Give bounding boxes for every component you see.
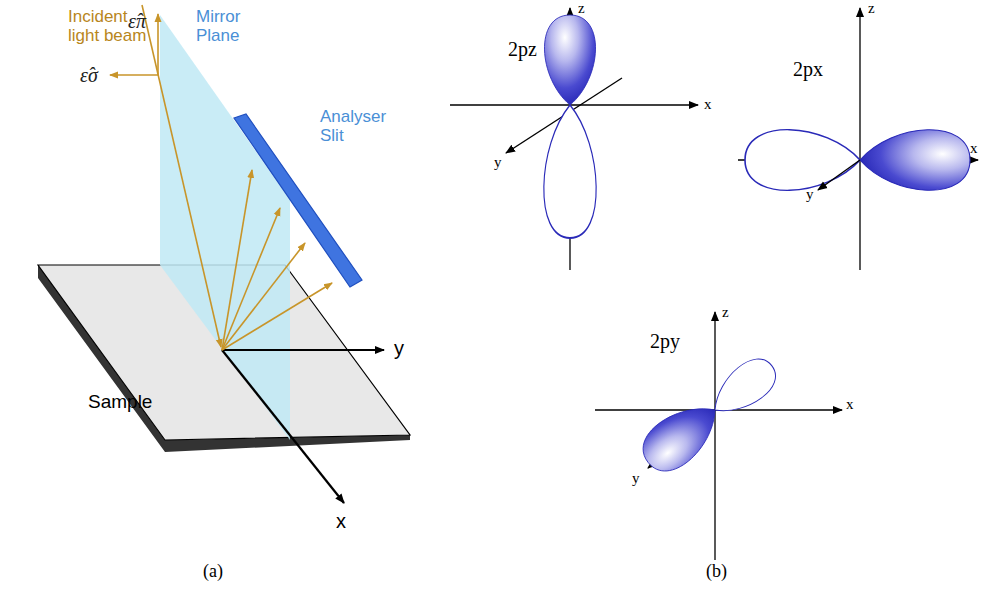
axis-label: y [494,154,502,171]
sample-label: Sample [88,392,152,413]
polarisation-label: ε̂σ [80,64,98,86]
x-axis [222,350,344,503]
axis-label: x [704,96,712,113]
axis-label: z [578,0,585,17]
axis-label: x [336,510,346,532]
axis-label: z [722,304,729,321]
orbital-2px [738,8,978,270]
axis-label: z [868,0,875,17]
mirror-plane [160,15,290,440]
axis-label: y [806,186,814,203]
axis-label: y [394,337,404,359]
panel-label: (b) [706,562,727,582]
orbital-label: 2py [650,330,680,352]
axis-label: y [632,470,640,487]
orbital-label: 2pz [508,38,537,60]
light-rays [110,5,332,350]
y-axis [222,349,384,351]
orbital-2pz [450,8,698,270]
orbital-label: 2px [793,58,823,80]
axis-label: x [846,396,854,413]
axis-label: x [970,140,978,157]
slit-label: Analyser Slit [320,108,382,145]
plane-label: Mirror Plane [196,8,258,45]
polarisation-label: ε̂π [128,10,146,32]
panel-label: (a) [203,562,223,582]
orbital-2py [595,312,842,560]
